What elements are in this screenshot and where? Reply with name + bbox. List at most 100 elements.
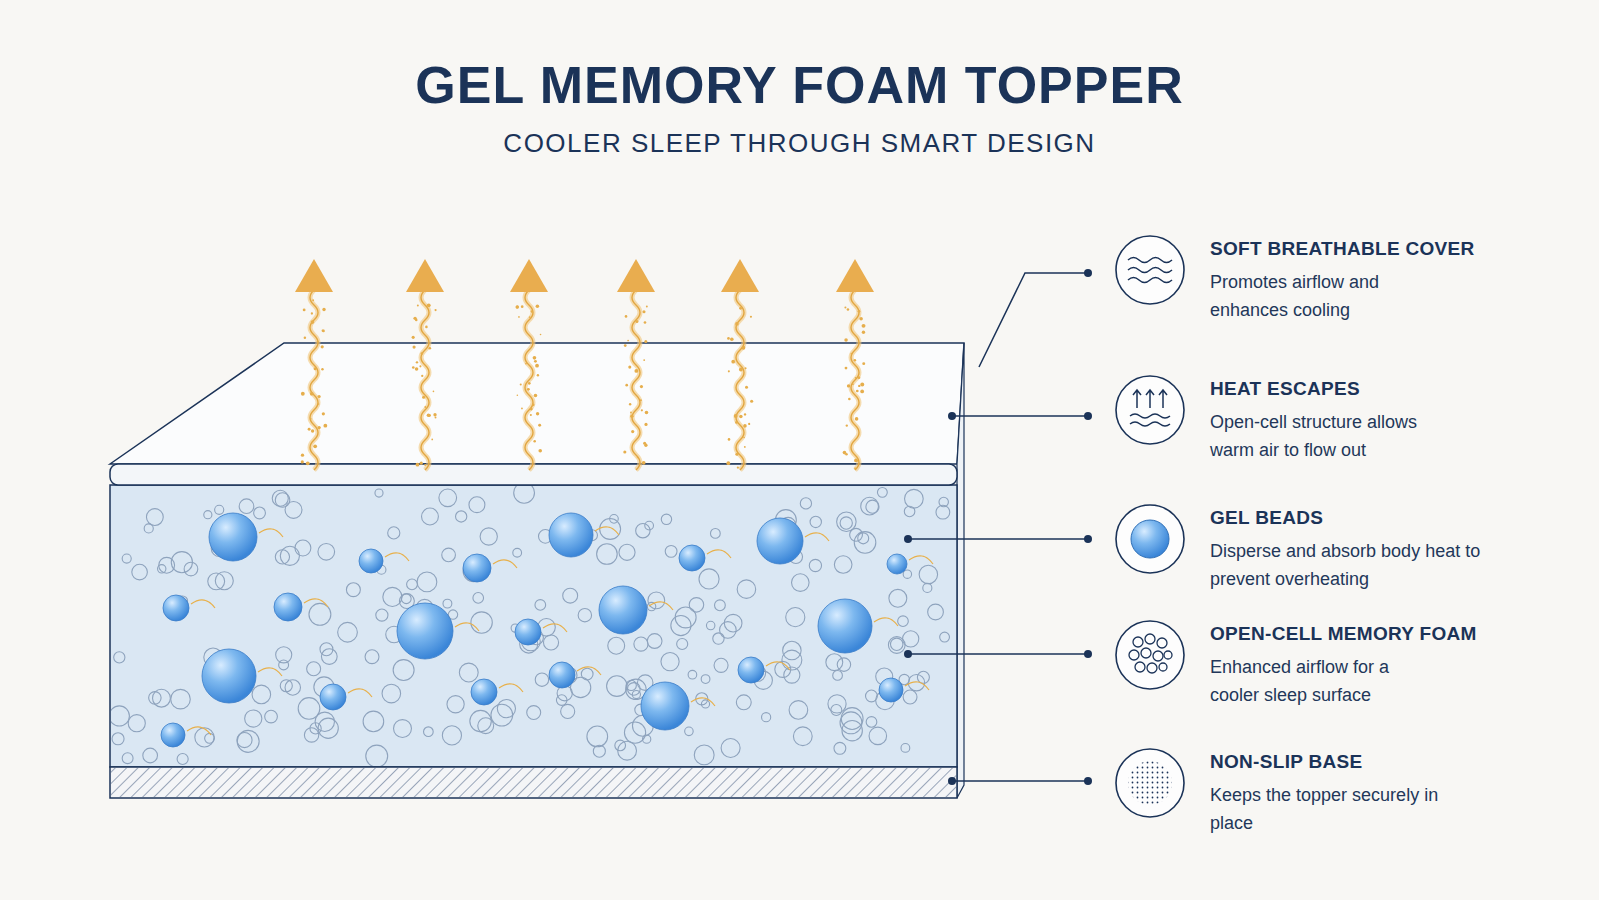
foam-cell xyxy=(252,685,271,704)
foam-cell xyxy=(840,712,862,734)
gel-bead xyxy=(161,723,185,747)
foam-cell xyxy=(447,696,464,713)
foam-cell xyxy=(699,569,719,589)
foam-cell xyxy=(422,508,439,525)
heat-arrow xyxy=(406,259,444,470)
foam-cell xyxy=(841,708,863,730)
foam-cell xyxy=(394,720,412,738)
foam-cell xyxy=(619,544,635,560)
foam-cell xyxy=(939,497,948,506)
foam-cell xyxy=(917,671,929,683)
foam-cell xyxy=(295,540,311,556)
foam-cell xyxy=(459,663,478,682)
foam-cell xyxy=(919,565,937,583)
foam-cell xyxy=(854,532,876,554)
foam-cell xyxy=(401,594,411,604)
foam-cell xyxy=(792,574,810,592)
heat-flow xyxy=(493,560,517,568)
heat-flow xyxy=(691,698,715,706)
title: GEL MEMORY FOAM TOPPER xyxy=(0,55,1599,115)
foam-cell xyxy=(677,638,688,649)
heat-flow xyxy=(805,533,829,541)
foam-cell xyxy=(800,498,811,509)
foam-cell xyxy=(671,616,691,636)
foam-cell xyxy=(417,572,437,592)
foam-cell xyxy=(826,654,843,671)
foam-cell xyxy=(442,726,461,745)
foam-cell xyxy=(597,544,618,565)
gel-bead xyxy=(757,518,803,564)
gel-bead xyxy=(679,545,705,571)
foam-cell xyxy=(470,710,491,731)
foam-cell xyxy=(321,649,337,665)
foam-cell xyxy=(204,511,212,519)
foam-cell xyxy=(689,598,703,612)
foam-cell xyxy=(647,634,662,649)
bead-icon xyxy=(1131,520,1169,558)
foam-cell xyxy=(439,489,457,507)
foam-cell xyxy=(904,506,915,517)
foam-cell xyxy=(338,622,358,642)
foam-cell xyxy=(122,753,133,764)
gel-bead xyxy=(202,649,256,703)
foam-cell xyxy=(146,509,163,526)
foam-cell xyxy=(561,704,575,718)
gel-bead xyxy=(641,682,689,730)
callout-text: Promotes airflow and enhances cooling xyxy=(1210,268,1425,324)
foam-cell xyxy=(721,738,740,757)
foam-cell xyxy=(143,748,158,763)
heat-flow xyxy=(543,624,567,632)
foam-cell xyxy=(478,718,494,734)
heat-flow xyxy=(304,599,328,607)
callout-text: Disperse and absorb body heat to prevent… xyxy=(1210,537,1500,593)
foam-cell xyxy=(645,521,654,530)
foam-cell xyxy=(184,562,198,576)
foam-cell xyxy=(923,583,932,592)
foam-cell xyxy=(363,711,384,732)
callout-heading: SOFT BREATHABLE COVER xyxy=(1210,238,1475,260)
foam-cell xyxy=(388,527,400,539)
leader-dots xyxy=(904,269,1092,785)
foam-cell xyxy=(840,517,852,529)
foam-cell xyxy=(375,489,383,497)
heat-flow xyxy=(187,727,211,735)
foam-cell xyxy=(714,658,728,672)
foam-cell xyxy=(132,564,148,580)
foam-cell xyxy=(891,638,903,650)
foam-cell xyxy=(636,523,650,537)
heat-arrow xyxy=(721,259,759,470)
foam-cell xyxy=(285,680,300,695)
foam-cell xyxy=(272,490,288,506)
foam-cell xyxy=(701,700,709,708)
foam-cell xyxy=(424,727,434,737)
foam-cell xyxy=(685,727,694,736)
heat-flow xyxy=(385,553,409,561)
foam-cell xyxy=(581,668,593,680)
foam-cell xyxy=(784,667,800,683)
foam-cell xyxy=(833,671,843,681)
heat-flow xyxy=(905,682,929,690)
foam-cell xyxy=(158,565,166,573)
heat-flow xyxy=(649,602,673,610)
heat-flow xyxy=(258,668,282,676)
base-hatching xyxy=(111,768,956,797)
foam-cell xyxy=(661,652,679,670)
heat-flow xyxy=(348,689,372,697)
gel-bead xyxy=(463,554,491,582)
foam-cell xyxy=(889,589,907,607)
foam-cell xyxy=(237,730,259,752)
callout-heading: HEAT ESCAPES xyxy=(1210,378,1360,400)
foam-cell xyxy=(888,637,905,654)
foam-cell xyxy=(688,670,697,679)
foam-cell xyxy=(128,715,145,732)
foam-cell xyxy=(285,501,302,518)
foam-cell xyxy=(624,722,645,743)
gel-bead xyxy=(599,586,647,634)
foam-cell xyxy=(608,637,625,654)
foam-cell xyxy=(715,600,726,611)
foam-cell xyxy=(195,728,214,747)
foam-cell xyxy=(737,580,756,599)
foam-cell xyxy=(834,556,852,574)
foam-cell xyxy=(514,486,535,503)
foam-cell xyxy=(513,548,522,557)
